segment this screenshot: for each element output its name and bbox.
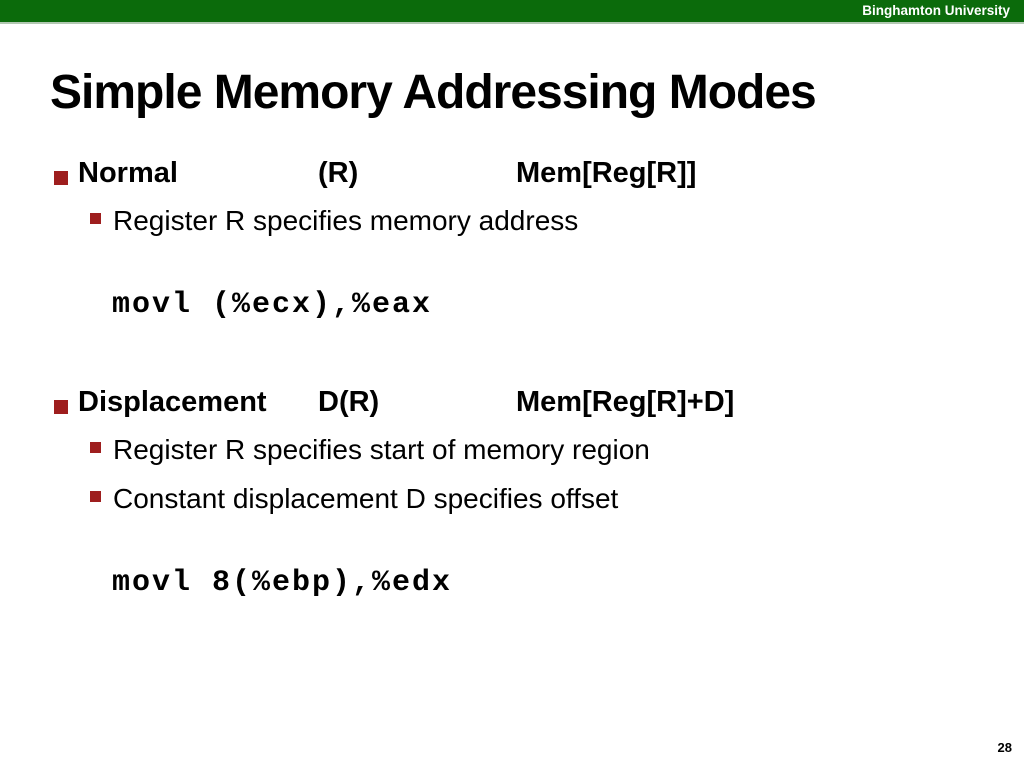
institution-name: Binghamton University bbox=[862, 3, 1010, 18]
subpoint-text: Register R specifies start of memory reg… bbox=[113, 434, 650, 465]
code-line: movl (%ecx),%eax bbox=[112, 288, 433, 322]
subpoint-row: Constant displacement D specifies offset bbox=[0, 483, 1024, 521]
mode-meaning: Mem[Reg[R]+D] bbox=[516, 386, 735, 418]
mode-form: (R) bbox=[318, 157, 359, 189]
mode-meaning: Mem[Reg[R]] bbox=[516, 157, 697, 189]
page-number: 28 bbox=[997, 740, 1012, 755]
mode-label: Displacement bbox=[78, 386, 267, 418]
subpoint-text: Constant displacement D specifies offset bbox=[113, 483, 619, 514]
mode-row-normal: Normal (R) Mem[Reg[R]] bbox=[0, 157, 1024, 197]
sub-bullet-square-icon bbox=[90, 442, 101, 453]
slide-title: Simple Memory Addressing Modes bbox=[50, 66, 817, 119]
subpoint-row: Register R specifies memory address bbox=[0, 205, 1024, 243]
subpoint-row: Register R specifies start of memory reg… bbox=[0, 434, 1024, 472]
sub-bullet-square-icon bbox=[90, 213, 101, 224]
mode-form: D(R) bbox=[318, 386, 380, 418]
mode-label: Normal bbox=[78, 157, 178, 189]
mode-row-displacement: Displacement D(R) Mem[Reg[R]+D] bbox=[0, 386, 1024, 426]
sub-bullet-square-icon bbox=[90, 491, 101, 502]
subpoint-text: Register R specifies memory address bbox=[113, 205, 579, 236]
institution-bar: Binghamton University bbox=[0, 0, 1024, 24]
bullet-square-icon bbox=[54, 171, 68, 185]
code-line: movl 8(%ebp),%edx bbox=[112, 566, 453, 600]
bullet-square-icon bbox=[54, 400, 68, 414]
